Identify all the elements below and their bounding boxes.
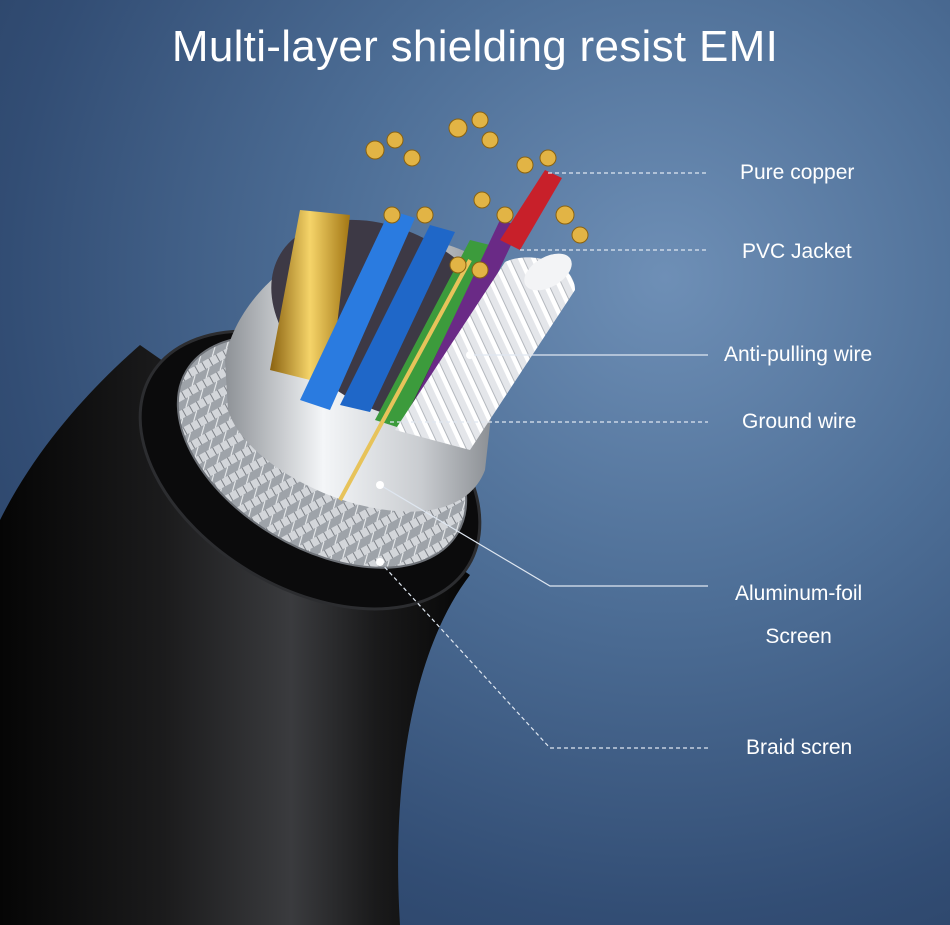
label-aluminum-foil-line2: Screen <box>765 625 832 648</box>
leader-line-braid-screen <box>379 561 708 749</box>
label-pure-copper: Pure copper <box>740 161 855 184</box>
leader-dots <box>376 351 474 566</box>
label-anti-pulling-wire: Anti-pulling wire <box>724 343 873 366</box>
label-aluminum-foil-line1: Aluminum-foil <box>735 582 863 605</box>
label-pvc-jacket: PVC Jacket <box>742 240 852 263</box>
label-ground-wire: Ground wire <box>742 410 857 433</box>
inner-conductors <box>270 111 589 501</box>
leader-line-aluminum-foil <box>379 484 708 587</box>
page-title: Multi-layer shielding resist EMI <box>171 22 779 71</box>
label-braid-screen: Braid scren <box>746 736 853 759</box>
label-aluminum-foil: Aluminum-foil Screen <box>735 572 862 658</box>
leader-lines <box>379 172 708 749</box>
